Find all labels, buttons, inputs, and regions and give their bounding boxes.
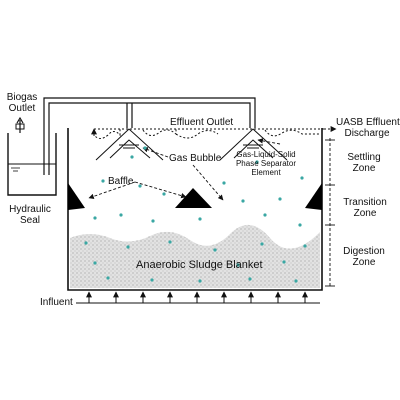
baffle-label: Baffle	[108, 176, 134, 187]
gas-bubbles	[84, 146, 307, 283]
separator-label: Gas-Liquid-Solid Phase Separator Element	[226, 150, 306, 177]
biogas-outlet-line2: Outlet	[8, 103, 36, 114]
effluent-outlet-label: Effluent Outlet	[170, 117, 234, 128]
gas-pipe	[43, 97, 256, 128]
hydraulic-seal-tank	[7, 106, 57, 196]
digestion-zone-line2: Zone	[352, 257, 376, 268]
zone-markers	[325, 138, 335, 287]
settling-zone-line2: Zone	[352, 163, 376, 174]
uasb-discharge-line2: Discharge	[344, 128, 390, 139]
settling-zone-line1: Settling	[347, 152, 381, 163]
biogas-outlet-line1: Biogas	[6, 92, 38, 103]
transition-zone-line2: Zone	[353, 208, 377, 219]
biogas-outlet-label: Biogas Outlet	[2, 92, 42, 114]
uasb-discharge-label: UASB Effluent Discharge	[336, 117, 400, 139]
gas-bubble-label: Gas Bubble	[169, 153, 222, 164]
transition-zone-label: Transition Zone	[334, 197, 396, 219]
annotation-arrows	[88, 138, 281, 201]
effluent-launder	[91, 126, 337, 139]
gls-separator-right	[219, 128, 288, 161]
separator-line3: Element	[251, 168, 281, 177]
settling-zone-label: Settling Zone	[336, 152, 392, 174]
hydraulic-seal-label: Hydraulic Seal	[2, 204, 58, 226]
sludge-blanket	[70, 224, 320, 288]
separator-line2: Phase Separator	[235, 159, 297, 168]
digestion-zone-line1: Digestion	[343, 246, 385, 257]
hydraulic-seal-line1: Hydraulic	[9, 204, 51, 215]
hydraulic-seal-line2: Seal	[19, 215, 40, 226]
separator-line1: Gas-Liquid-Solid	[236, 150, 296, 159]
uasb-discharge-line1: UASB Effluent	[336, 117, 400, 128]
transition-zone-line1: Transition	[343, 197, 387, 208]
influent-label: Influent	[40, 297, 73, 308]
sludge-blanket-label: Anaerobic Sludge Blanket	[136, 259, 263, 271]
gls-separator-left	[95, 128, 164, 161]
influent-distribution	[76, 291, 320, 304]
baffles	[68, 183, 322, 210]
digestion-zone-label: Digestion Zone	[334, 246, 394, 268]
